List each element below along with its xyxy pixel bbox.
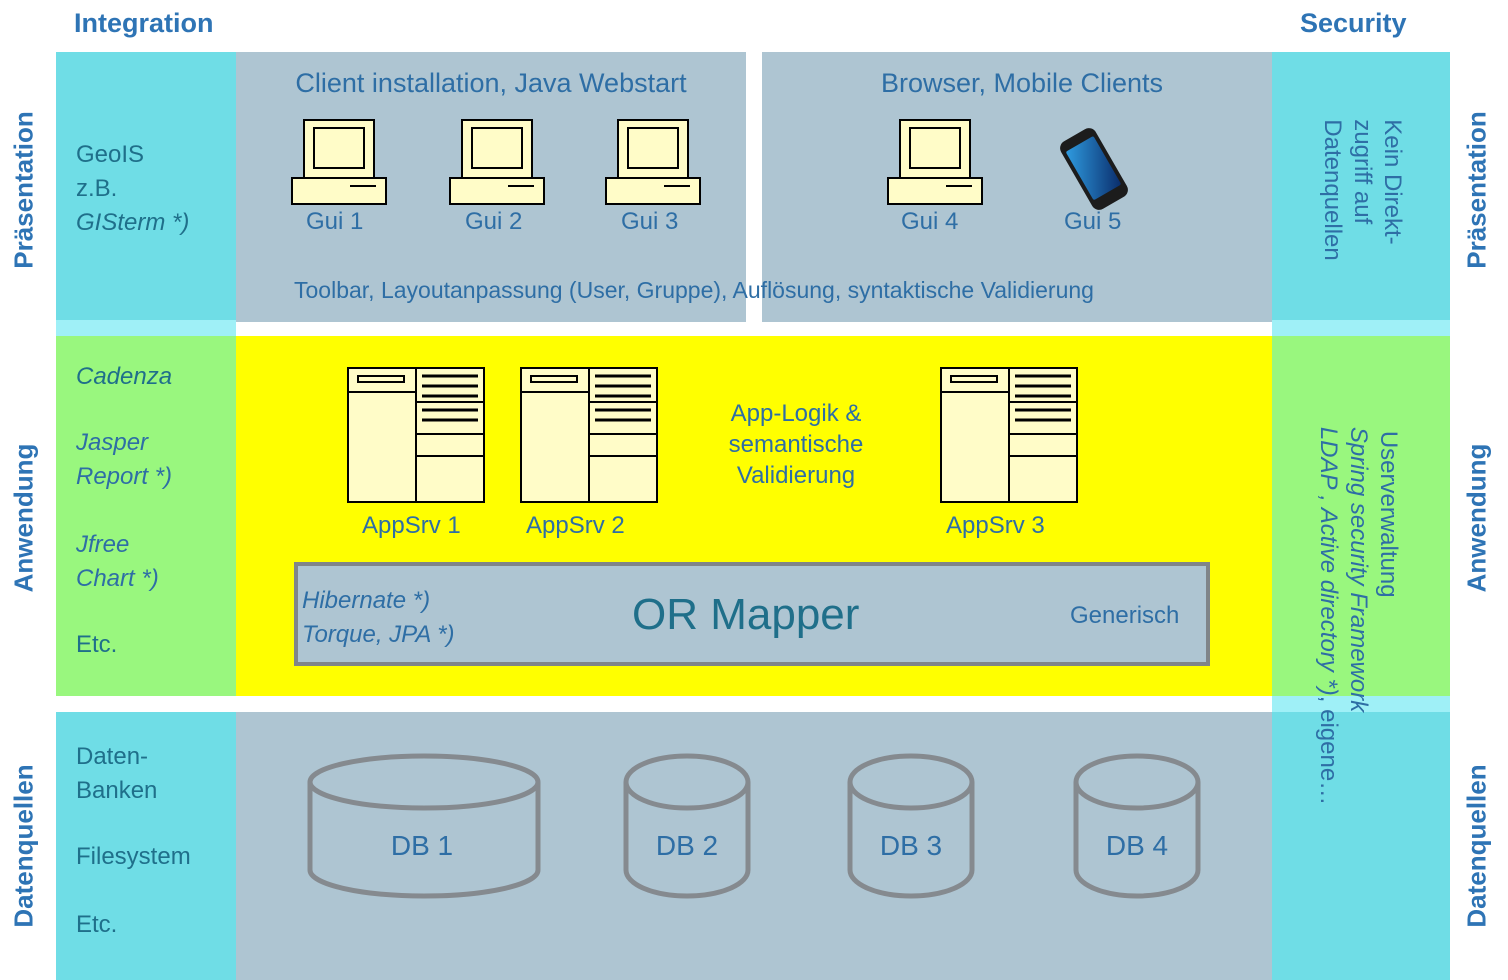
security-line-rest: , eigene…	[1315, 695, 1342, 806]
database-icon	[1073, 753, 1201, 899]
appserver-label: AppSrv 2	[526, 512, 625, 539]
security-line-italic: LDAP , Active directory *)	[1315, 426, 1342, 696]
browser-clients-title-text: Browser, Mobile Clients	[880, 68, 1164, 98]
layer-label-datenquellen-left: Datenquellen	[8, 764, 39, 928]
separator-strip	[1272, 320, 1450, 336]
application-integration-text: Cadenza	[76, 360, 172, 394]
database-label: DB 1	[390, 830, 454, 861]
app-logic-line: Validierung	[736, 462, 856, 489]
integration-header: Integration	[74, 8, 214, 38]
data-line: Etc.	[76, 911, 118, 938]
layer-label-datenquellen-right: Datenquellen	[1461, 764, 1492, 928]
security-line: LDAP , Active directory *), eigene…	[1313, 427, 1343, 805]
client-installation-title-text: Client installation, Java Webstart	[295, 68, 687, 98]
tool-cadenza: Cadenza	[76, 363, 173, 390]
appserver-label: AppSrv 1	[362, 512, 461, 539]
or-mapper-left-line: Hibernate *)	[302, 587, 431, 614]
security-line: Datenquellen	[1319, 119, 1346, 261]
security-line: Spring security Framework	[1345, 426, 1372, 713]
app-logic-line: semantische	[728, 431, 864, 458]
presentation-security-cell	[1272, 52, 1450, 320]
presentation-security-text: Kein Direkt- zugriff auf Datenquellen	[1317, 119, 1407, 260]
database-label: DB 3	[879, 830, 943, 861]
server-icon	[347, 367, 485, 503]
tool-jasper-line2: Report *)	[76, 463, 173, 490]
application-security-cell	[1272, 336, 1450, 696]
layer-label-praesentation-left: Präsentation	[8, 111, 39, 269]
application-security-text: Userverwaltung Spring security Framework…	[1313, 427, 1403, 805]
data-line: Filesystem	[76, 843, 191, 870]
application-integration-cell	[56, 336, 236, 696]
desktop-computer-icon	[449, 119, 545, 205]
data-integration-cell	[56, 712, 236, 980]
database-icon	[623, 753, 751, 899]
tool-jasper-line1: Jasper	[76, 429, 149, 456]
data-security-cell	[1272, 712, 1450, 980]
presentation-integration-text: GeoIS z.B. GISterm *)	[76, 138, 189, 240]
integration-line-italic: GISterm *)	[76, 209, 190, 236]
separator-strip	[56, 320, 236, 336]
toolbar-description: Toolbar, Layoutanpassung (User, Gruppe),…	[294, 277, 1094, 303]
server-icon	[940, 367, 1078, 503]
gui-label: Gui 3	[621, 208, 679, 235]
layer-label-praesentation-right: Präsentation	[1461, 111, 1492, 269]
mobile-phone-icon	[1060, 128, 1128, 210]
tool-jasper: Jasper Report *)	[76, 426, 172, 494]
database-label: DB 2	[655, 830, 719, 861]
gui-label: Gui 5	[1064, 208, 1122, 235]
integration-line: z.B.	[76, 175, 118, 202]
gui-label: Gui 4	[901, 208, 959, 235]
layer-label-anwendung-left: Anwendung	[8, 443, 39, 593]
database-icon	[847, 753, 975, 899]
desktop-computer-icon	[605, 119, 701, 205]
security-line: zugriff auf	[1349, 119, 1376, 225]
data-line: Daten-	[76, 743, 149, 770]
presentation-integration-cell	[56, 52, 236, 320]
gui-label: Gui 1	[306, 208, 364, 235]
appserver-label: AppSrv 3	[946, 512, 1045, 539]
or-mapper-box: Hibernate *) Torque, JPA *) OR Mapper Ge…	[294, 562, 1210, 666]
server-icon	[520, 367, 658, 503]
tool-jfree-line2: Chart *)	[76, 565, 159, 592]
security-header: Security	[1300, 8, 1407, 38]
integration-line: GeoIS	[76, 141, 145, 168]
separator-strip	[1272, 696, 1450, 712]
gui-label: Gui 2	[465, 208, 523, 235]
desktop-computer-icon	[291, 119, 387, 205]
browser-clients-panel	[762, 52, 1272, 322]
or-mapper-title: OR Mapper	[632, 590, 860, 639]
security-line: Userverwaltung	[1375, 430, 1402, 598]
or-mapper-generic: Generisch	[1070, 602, 1180, 629]
data-line: Banken	[76, 777, 158, 804]
app-logic-text: App-Logik & semantische Validierung	[686, 398, 906, 491]
desktop-computer-icon	[887, 119, 983, 205]
tool-jfree-line1: Jfree	[76, 531, 130, 558]
tool-jfree: Jfree Chart *)	[76, 528, 159, 596]
database-label: DB 4	[1105, 830, 1169, 861]
tool-etc: Etc.	[76, 631, 118, 658]
or-mapper-left-line: Torque, JPA *)	[302, 621, 455, 648]
security-line: Kein Direkt-	[1379, 119, 1406, 245]
data-integration-text: Daten- Banken	[76, 740, 157, 808]
app-logic-line: App-Logik &	[730, 400, 862, 427]
layer-label-anwendung-right: Anwendung	[1461, 443, 1492, 593]
database-icon	[307, 753, 541, 899]
